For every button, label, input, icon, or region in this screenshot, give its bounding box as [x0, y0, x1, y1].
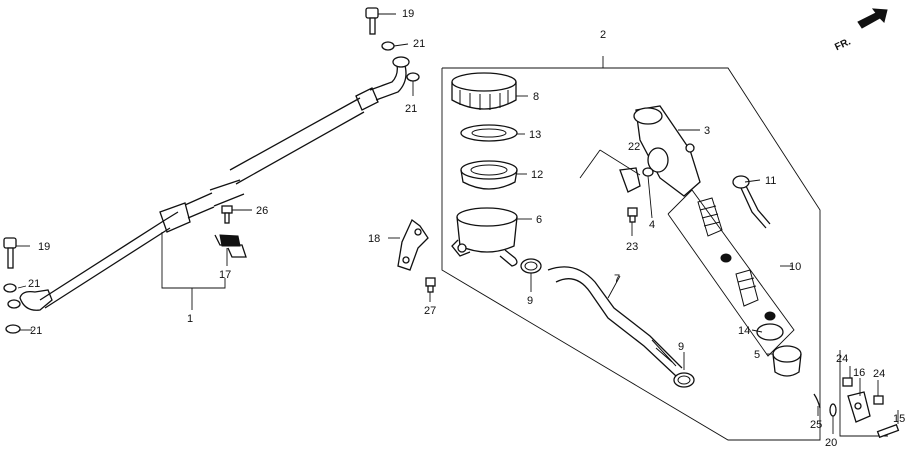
callout-24: 24 [836, 353, 848, 365]
sealing-washer-icon [381, 41, 395, 51]
callout-9: 9 [527, 295, 533, 307]
sealing-washer-icon [406, 72, 420, 82]
joint-pin-icon [876, 423, 900, 439]
callout-5: 5 [754, 349, 760, 361]
diaphragm-icon [460, 160, 518, 190]
callout-13: 13 [529, 129, 541, 141]
callout-21: 21 [413, 38, 425, 50]
callout-6: 6 [536, 214, 542, 226]
callout-9: 9 [678, 341, 684, 353]
callout-10: 10 [789, 261, 801, 273]
snap-ring-icon [756, 323, 784, 341]
callout-11: 11 [765, 175, 776, 187]
joint-guide-line [579, 149, 641, 179]
callout-20: 20 [825, 437, 837, 449]
callout-17: 17 [219, 269, 231, 281]
callout-18: 18 [368, 233, 380, 245]
stay-screw-icon [425, 277, 436, 293]
reservoir-hose-icon [547, 266, 683, 377]
callout-26: 26 [256, 205, 268, 217]
callout-21: 21 [405, 103, 417, 115]
callout-1: 1 [187, 313, 193, 325]
reservoir-group-outline [441, 56, 821, 441]
pin-washer-icon [829, 403, 837, 417]
lock-nut-icon [873, 395, 884, 405]
front-direction-arrow-icon [857, 8, 888, 29]
callout-19: 19 [402, 8, 414, 20]
banjo-bolt-upper-icon [365, 7, 379, 35]
clevis-group-outline [839, 350, 888, 437]
callout-21: 21 [28, 278, 40, 290]
callout-8: 8 [533, 91, 539, 103]
clamp-bolt-icon [221, 205, 233, 224]
callout-21: 21 [30, 325, 42, 337]
callout-24: 24 [873, 368, 885, 380]
front-direction-label: FR. [833, 36, 852, 53]
master-cylinder-body-icon [633, 105, 701, 197]
brake-hose [7, 56, 410, 311]
piston-set-icon [697, 197, 776, 321]
callout-25: 25 [810, 419, 822, 431]
lock-nut-icon [842, 377, 853, 387]
dust-boot-icon [772, 345, 802, 377]
leader-lines [16, 13, 899, 434]
callout-22: 22 [628, 141, 640, 153]
piston-kit-outline [667, 189, 795, 357]
reservoir-cap-icon [451, 72, 517, 110]
hose-clip-lower-icon [673, 372, 695, 388]
hose-clip-upper-icon [520, 258, 542, 274]
clevis-joint-icon [847, 391, 871, 423]
diaphragm-plate-icon [460, 124, 518, 142]
callout-7: 7 [614, 273, 620, 285]
banjo-bolt-lower-icon [3, 237, 17, 269]
o-ring-icon [642, 167, 654, 177]
callout-27: 27 [424, 305, 436, 317]
callout-3: 3 [704, 125, 710, 137]
reservoir-stay-icon [397, 218, 429, 271]
callout-4: 4 [649, 219, 655, 231]
callout-14: 14 [738, 325, 750, 337]
callout-16: 16 [853, 367, 865, 379]
sealing-washer-icon [3, 283, 17, 293]
callout-19: 19 [38, 241, 50, 253]
sealing-washer-icon [5, 324, 21, 334]
hose-clamp-bracket-icon [214, 234, 247, 258]
cotter-pin-icon [813, 393, 821, 409]
callout-12: 12 [531, 169, 543, 181]
callout-15: 15 [893, 413, 905, 425]
callout-2: 2 [600, 29, 606, 41]
joint-screw-icon [627, 207, 638, 223]
hose-joint-icon [619, 167, 641, 193]
push-rod-icon [732, 175, 771, 229]
reservoir-tank-icon [451, 207, 518, 267]
callout-23: 23 [626, 241, 638, 253]
